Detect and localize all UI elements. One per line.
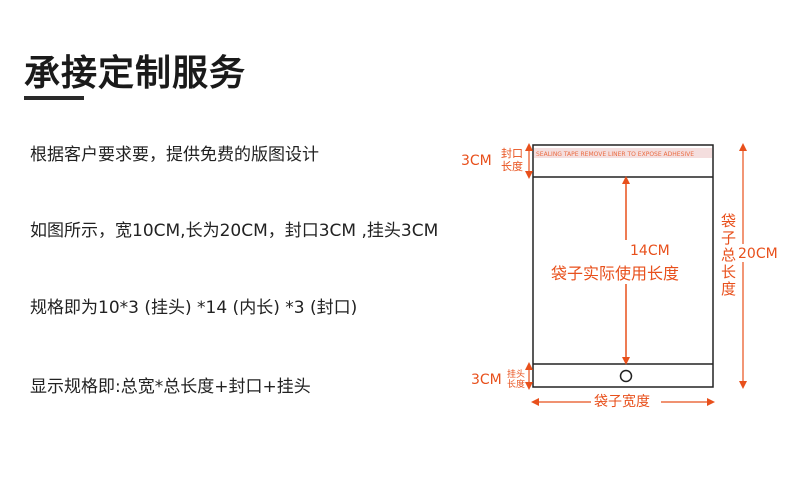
seal-measure: 3CM <box>461 153 492 169</box>
seal-label-1: 封口 <box>501 146 523 160</box>
inner-label-bg <box>548 240 698 284</box>
width-label: 袋子宽度 <box>594 393 650 410</box>
hang-measure: 3CM <box>471 372 502 388</box>
inner-measure: 14CM <box>630 243 670 259</box>
tape-text: SEALING TAPE REMOVE LINER TO EXPOSE ADHE… <box>536 151 694 158</box>
title-underline <box>24 96 84 100</box>
total-measure: 20CM <box>738 246 778 262</box>
total-label-char-2: 总 <box>721 246 736 264</box>
total-label-char-4: 度 <box>721 280 736 298</box>
total-label-char-0: 袋 <box>721 212 736 230</box>
page-title: 承接定制服务 <box>24 53 247 94</box>
desc-line-4: 显示规格即:总宽*总长度+封口+挂头 <box>30 377 311 397</box>
seal-strip <box>534 148 712 158</box>
width-label-bg <box>591 391 661 411</box>
hang-hole <box>619 369 633 383</box>
desc-line-2: 如图所示，宽10CM,长为20CM，封口3CM ,挂头3CM <box>30 221 439 241</box>
inner-label: 袋子实际使用长度 <box>551 264 679 283</box>
desc-line-3: 规格即为10*3 (挂头) *14 (内长) *3 (封口) <box>30 298 358 318</box>
total-label-char-3: 长 <box>721 263 736 281</box>
hang-label-1: 挂头 <box>507 368 525 380</box>
total-label-char-1: 子 <box>721 229 736 247</box>
seal-label-2: 长度 <box>501 159 523 173</box>
total-measure-bg <box>738 244 780 262</box>
hang-label-2: 长度 <box>507 378 525 390</box>
desc-line-1: 根据客户要求要，提供免费的版图设计 <box>30 145 319 165</box>
